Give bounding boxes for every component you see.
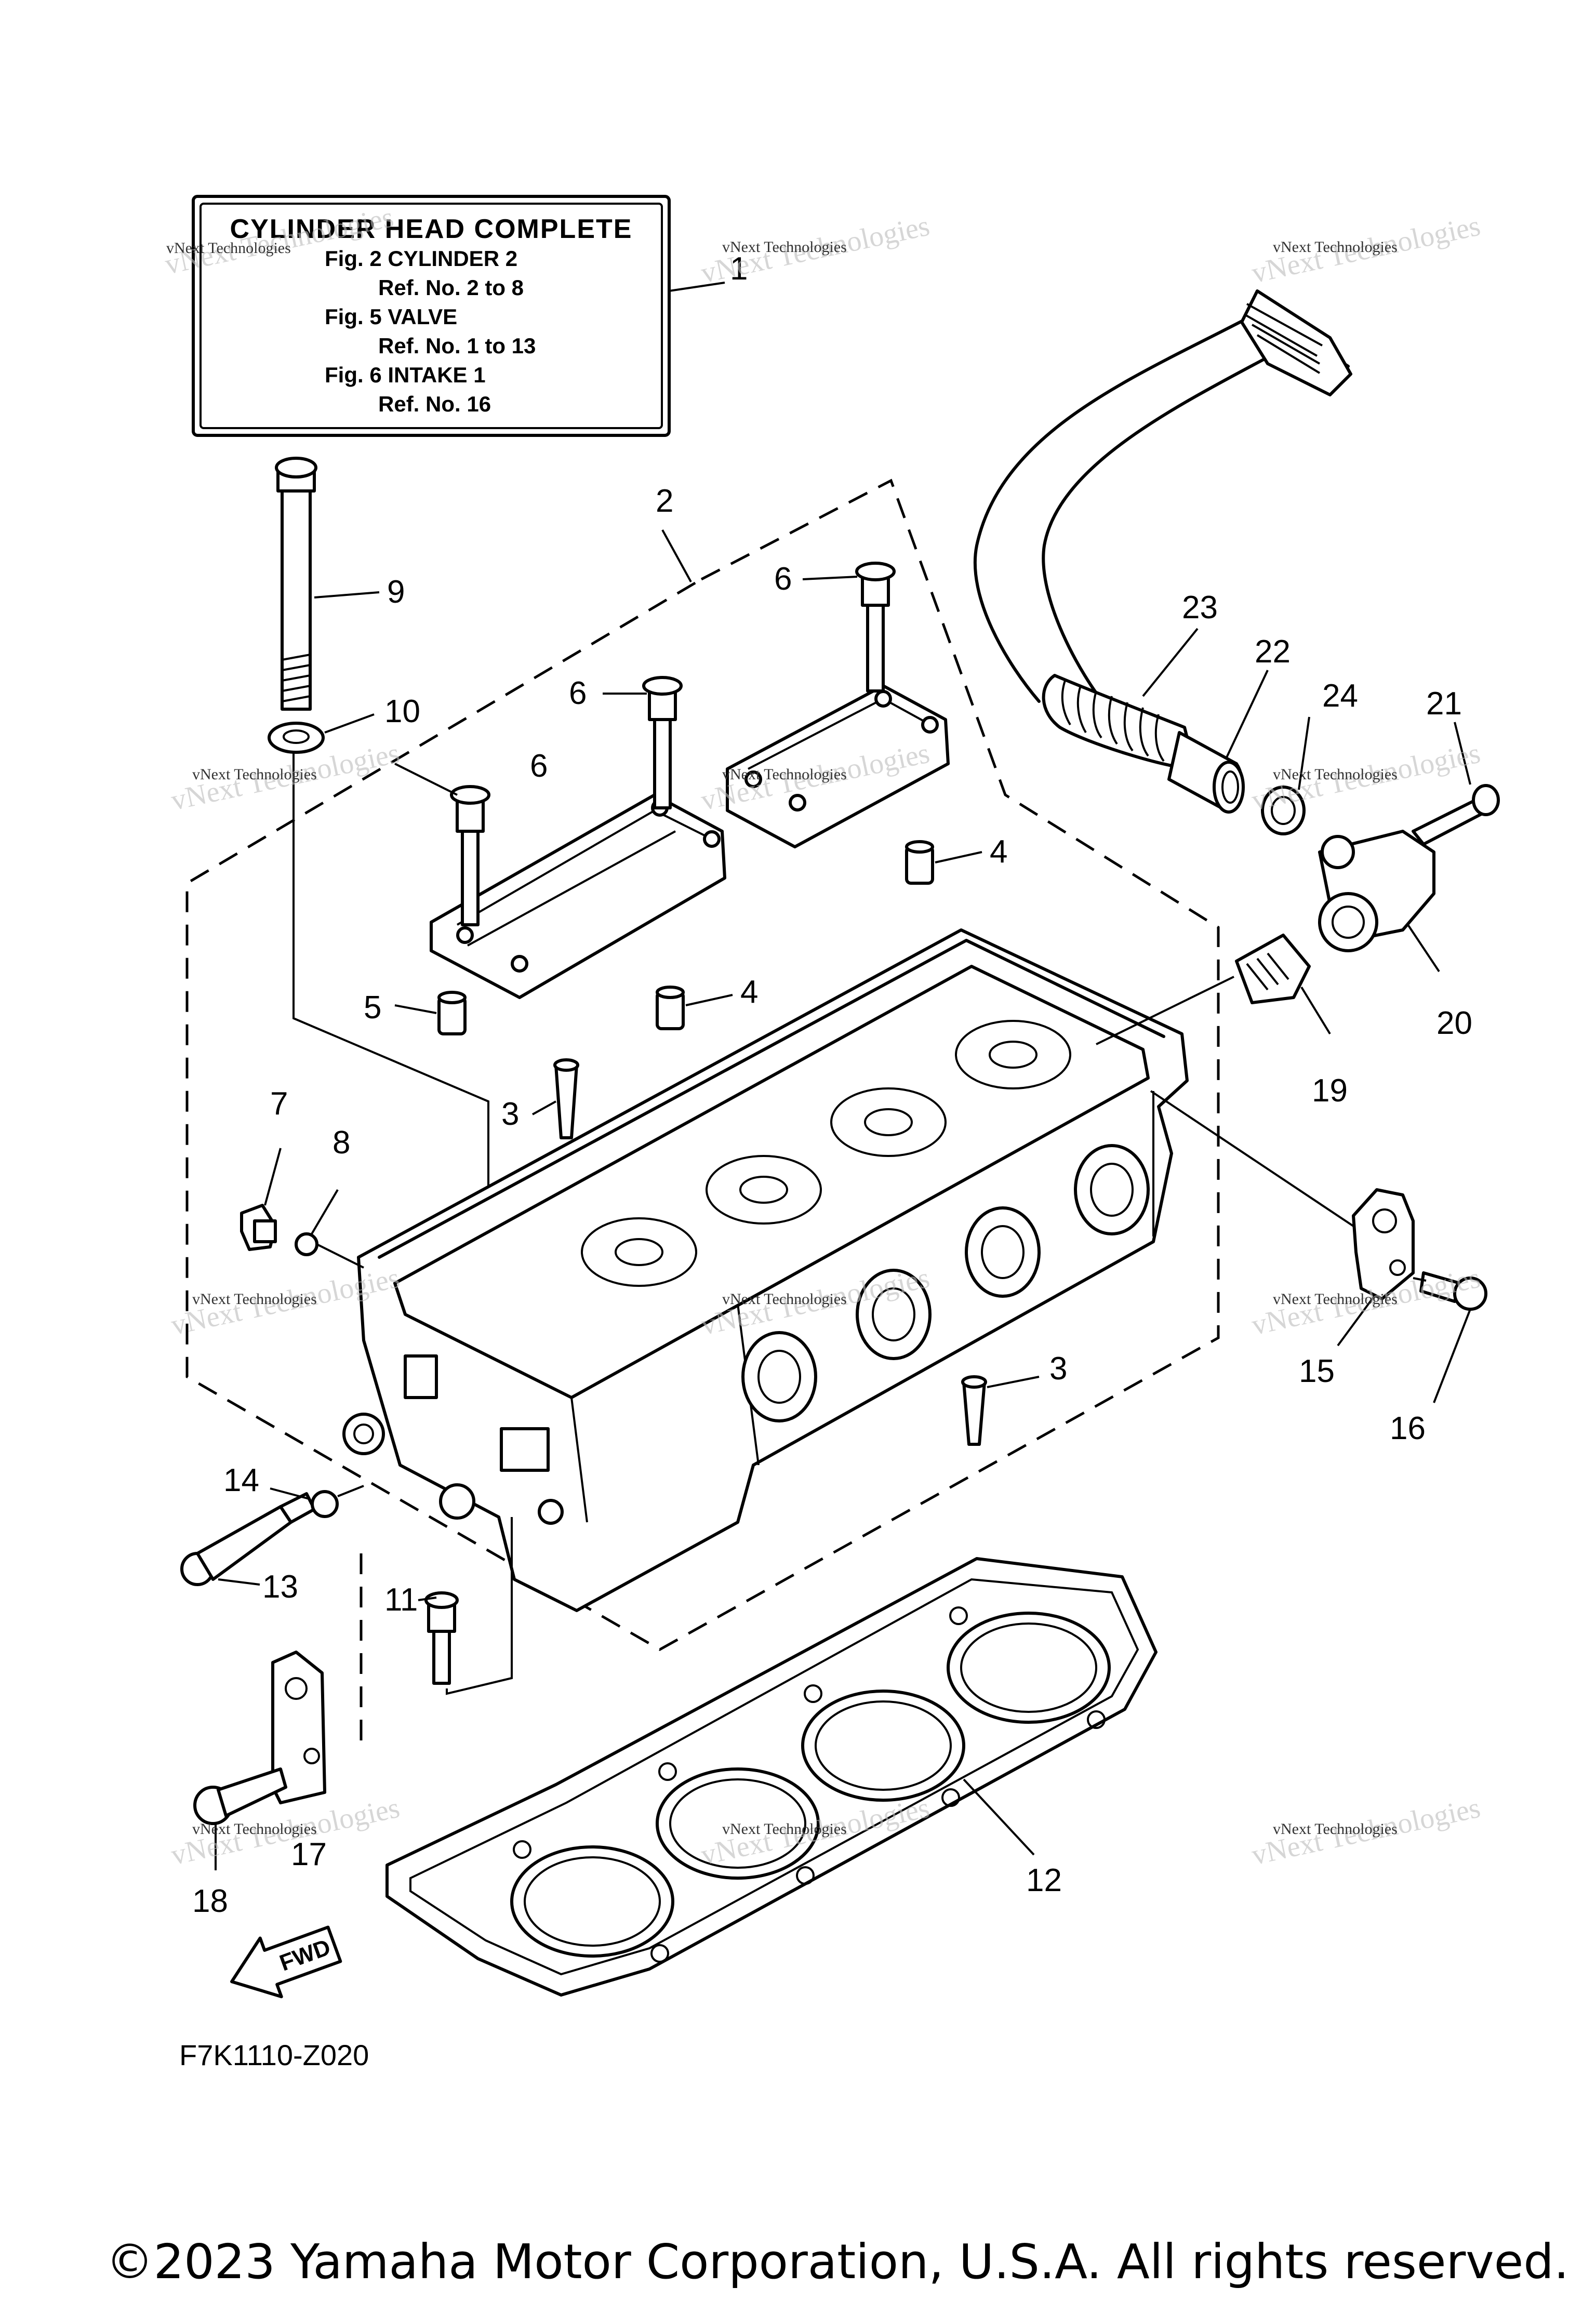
watermark-front-1: vNext Technologies	[166, 240, 291, 257]
callout-4b: 4	[990, 834, 1007, 870]
callout-15: 15	[1299, 1353, 1335, 1389]
info-box-line-6: Ref. No. 16	[378, 392, 491, 416]
bolt-11	[424, 1591, 459, 1685]
callout-10: 10	[384, 694, 420, 729]
watermark-front-5: vNext Technologies	[722, 766, 847, 783]
watermark-front-3: vNext Technologies	[1273, 238, 1398, 256]
thermostat-housing-20	[1318, 830, 1435, 952]
callout-8: 8	[332, 1125, 350, 1161]
bolt-16	[1419, 1271, 1487, 1311]
plug-7	[240, 1204, 277, 1251]
info-box: CYLINDER HEAD COMPLETE Fig. 2 CYLINDER 2…	[192, 195, 671, 437]
camshaft-cap-right	[726, 562, 950, 848]
callout-16: 16	[1390, 1411, 1426, 1446]
callout-19: 19	[1312, 1073, 1348, 1109]
watermark-front-7: vNext Technologies	[192, 1291, 317, 1308]
watermark-front-11: vNext Technologies	[722, 1820, 847, 1838]
callout-6a: 6	[774, 561, 792, 597]
guides	[553, 1058, 987, 1446]
watermark-front-10: vNext Technologies	[192, 1820, 317, 1838]
washer-10	[268, 722, 325, 754]
callout-11: 11	[384, 1582, 418, 1618]
callout-18: 18	[192, 1883, 228, 1919]
bolt-18	[193, 1767, 287, 1825]
info-box-line-1: Fig. 2 CYLINDER 2	[325, 246, 517, 271]
callout-9: 9	[387, 574, 405, 610]
info-box-title: CYLINDER HEAD COMPLETE	[230, 214, 633, 244]
callout-2: 2	[656, 483, 673, 519]
watermark-front-8: vNext Technologies	[722, 1291, 847, 1308]
dowels	[437, 840, 934, 1035]
clamp-24	[1261, 786, 1306, 835]
thermostat-19	[1235, 934, 1311, 1004]
callout-20: 20	[1437, 1005, 1472, 1041]
diagram-code: F7K1110-Z020	[179, 2039, 369, 2071]
callout-24: 24	[1322, 678, 1358, 714]
copyright-notice: ©2023 Yamaha Motor Corporation, U.S.A. A…	[105, 2234, 1569, 2290]
info-box-line-3: Fig. 5 VALVE	[325, 304, 457, 329]
callout-21: 21	[1426, 686, 1462, 722]
bolt-21	[1412, 784, 1500, 846]
watermark-front-6: vNext Technologies	[1273, 766, 1398, 783]
callout-7: 7	[270, 1086, 288, 1122]
head-bolt-9	[275, 457, 317, 711]
callout-23: 23	[1182, 590, 1218, 626]
callout-3a: 3	[501, 1096, 519, 1132]
head-gasket-12	[385, 1557, 1158, 1997]
washer-8	[295, 1232, 318, 1256]
callout-22: 22	[1255, 634, 1291, 670]
water-hose	[973, 289, 1352, 814]
callout-6b: 6	[569, 675, 587, 711]
camshaft-cap-left	[430, 676, 726, 999]
callout-5: 5	[364, 990, 381, 1026]
forward-arrow: FWD	[230, 1925, 342, 1999]
watermark-front-2: vNext Technologies	[722, 238, 847, 256]
callout-17: 17	[291, 1837, 327, 1872]
callout-1: 1	[730, 251, 748, 287]
info-box-line-5: Fig. 6 INTAKE 1	[325, 363, 486, 387]
plate-15	[1352, 1188, 1415, 1300]
info-box-line-4: Ref. No. 1 to 13	[378, 334, 536, 358]
group-boundary	[185, 478, 1220, 1651]
cylinder-head	[342, 928, 1189, 1612]
callout-6c: 6	[530, 748, 548, 784]
bolt-13	[180, 1492, 316, 1586]
callout-3b: 3	[1049, 1351, 1067, 1387]
callout-4a: 4	[740, 974, 758, 1010]
callout-14: 14	[223, 1462, 259, 1498]
callout-labels: 1 2 3 3 4 4 5 6 6 6 7 8 9 10 11 12 13 14…	[192, 251, 1472, 1919]
watermark-front-4: vNext Technologies	[192, 766, 317, 783]
callout-12: 12	[1026, 1863, 1062, 1898]
callout-13: 13	[262, 1569, 298, 1605]
info-box-line-2: Ref. No. 2 to 8	[378, 275, 524, 300]
watermark-front-9: vNext Technologies	[1273, 1291, 1398, 1308]
washer-14	[311, 1490, 339, 1518]
watermark-front-12: vNext Technologies	[1273, 1820, 1398, 1838]
